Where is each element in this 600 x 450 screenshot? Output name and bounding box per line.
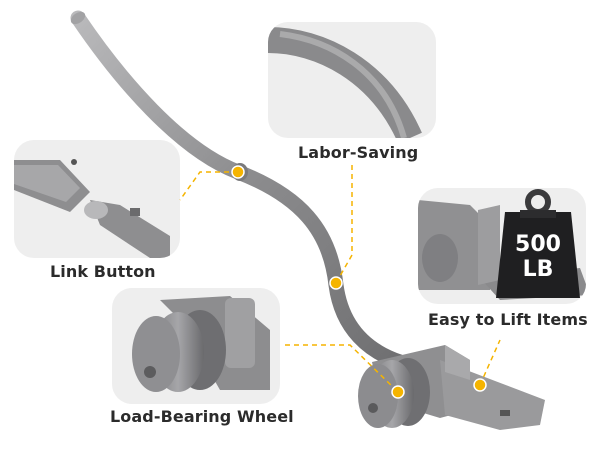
weight-icon: [496, 189, 580, 298]
callout-dot-link: [231, 165, 245, 179]
weight-unit: LB: [522, 257, 554, 282]
callout-load-wheel: Load-Bearing Wheel: [110, 407, 294, 426]
callout-easy-lift: Easy to Lift Items: [428, 310, 588, 329]
callout-dot-labor: [329, 276, 343, 290]
callout-link-button: Link Button: [50, 262, 156, 281]
callout-labor-saving: Labor-Saving: [298, 143, 419, 162]
callout-leaders: [179, 165, 501, 393]
detail-panel-load-wheel: [112, 288, 280, 404]
callout-dot-easy: [473, 378, 487, 392]
lever-handle: [70, 10, 408, 370]
detail-panel-labor-saving: [268, 22, 436, 138]
detail-panel-link-button: [14, 140, 180, 258]
callout-dot-wheel: [391, 385, 405, 399]
callout-dots: [231, 165, 487, 399]
weight-value: 500: [515, 232, 561, 257]
